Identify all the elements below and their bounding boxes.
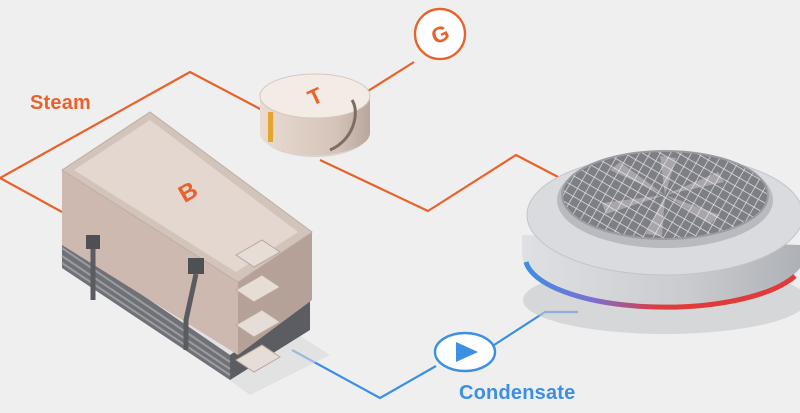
steam-label: Steam xyxy=(30,92,92,114)
turbine: T xyxy=(259,73,371,157)
condensate-label: Condensate xyxy=(459,382,576,404)
steam-line-to-turbine xyxy=(0,70,263,213)
cooling-tower xyxy=(522,150,800,334)
pump xyxy=(433,331,497,373)
shaft-line-to-generator xyxy=(359,61,415,97)
generator-circle xyxy=(413,7,467,61)
turbine-top xyxy=(259,73,371,119)
boiler: B xyxy=(61,111,330,395)
play-triangle-icon xyxy=(456,342,478,362)
condensate-line-from-pump xyxy=(291,349,437,400)
steam-line-to-tower xyxy=(319,153,561,213)
generator: G xyxy=(413,7,467,61)
temperature-band xyxy=(523,261,797,310)
steam-pipes xyxy=(0,61,561,213)
